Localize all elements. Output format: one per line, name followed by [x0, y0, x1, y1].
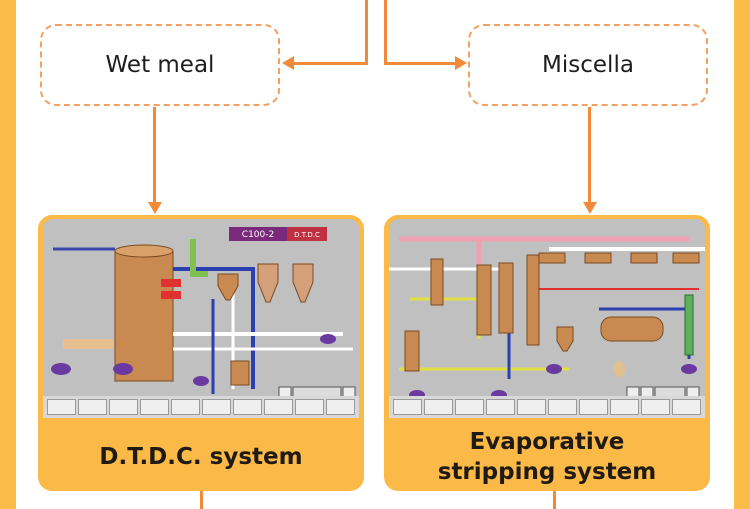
toolbar-button [393, 399, 422, 415]
evap-card: Evaporative stripping system [384, 215, 710, 491]
wet-meal-label: Wet meal [105, 52, 215, 78]
arrow-to-wet-meal [282, 56, 294, 70]
connector-miscella-down [588, 107, 591, 203]
toolbar-button [424, 399, 453, 415]
arrow-to-miscella [455, 56, 467, 70]
toolbar-button [78, 399, 107, 415]
evap-toolbar [389, 396, 705, 418]
connector-left-top [365, 0, 368, 64]
dtdc-caption: D.T.D.C. system [38, 423, 364, 491]
dtdc-scada-screenshot: C100-2 D.T.D.C [43, 219, 359, 418]
connector-right-horizontal [384, 62, 456, 65]
arrow-to-evap [583, 202, 597, 214]
toolbar-button [326, 399, 355, 415]
toolbar-button [295, 399, 324, 415]
toolbar-button [579, 399, 608, 415]
toolbar-button [264, 399, 293, 415]
dtdc-tag2-label: D.T.D.C [294, 231, 320, 239]
evap-caption-line2: stripping system [437, 459, 657, 485]
connector-left-horizontal [292, 62, 368, 65]
connector-dtdc-bottom [200, 491, 203, 509]
toolbar-button [486, 399, 515, 415]
connector-wet-meal-down [153, 107, 156, 203]
toolbar-button [672, 399, 701, 415]
toolbar-button [171, 399, 200, 415]
toolbar-button [233, 399, 262, 415]
arrow-to-dtdc [148, 202, 162, 214]
toolbar-button [455, 399, 484, 415]
toolbar-button [109, 399, 138, 415]
toolbar-button [140, 399, 169, 415]
connector-evap-bottom [553, 491, 556, 509]
evap-caption: Evaporative stripping system [384, 423, 710, 491]
miscella-label: Miscella [542, 52, 634, 78]
evap-process-graphic [389, 219, 705, 418]
evap-scada-screenshot [389, 219, 705, 418]
dtdc-caption-text: D.T.D.C. system [99, 444, 303, 470]
toolbar-button [47, 399, 76, 415]
dtdc-toolbar [43, 396, 359, 418]
miscella-node: Miscella [468, 24, 708, 106]
connector-right-top [384, 0, 387, 64]
toolbar-button [610, 399, 639, 415]
evap-caption-line1: Evaporative [469, 429, 625, 455]
toolbar-button [548, 399, 577, 415]
wet-meal-node: Wet meal [40, 24, 280, 106]
dtdc-card: C100-2 D.T.D.C [38, 215, 364, 491]
dtdc-process-graphic: C100-2 D.T.D.C [43, 219, 359, 418]
dtdc-tag-label: C100-2 [242, 230, 274, 240]
toolbar-button [202, 399, 231, 415]
toolbar-button [517, 399, 546, 415]
toolbar-button [641, 399, 670, 415]
